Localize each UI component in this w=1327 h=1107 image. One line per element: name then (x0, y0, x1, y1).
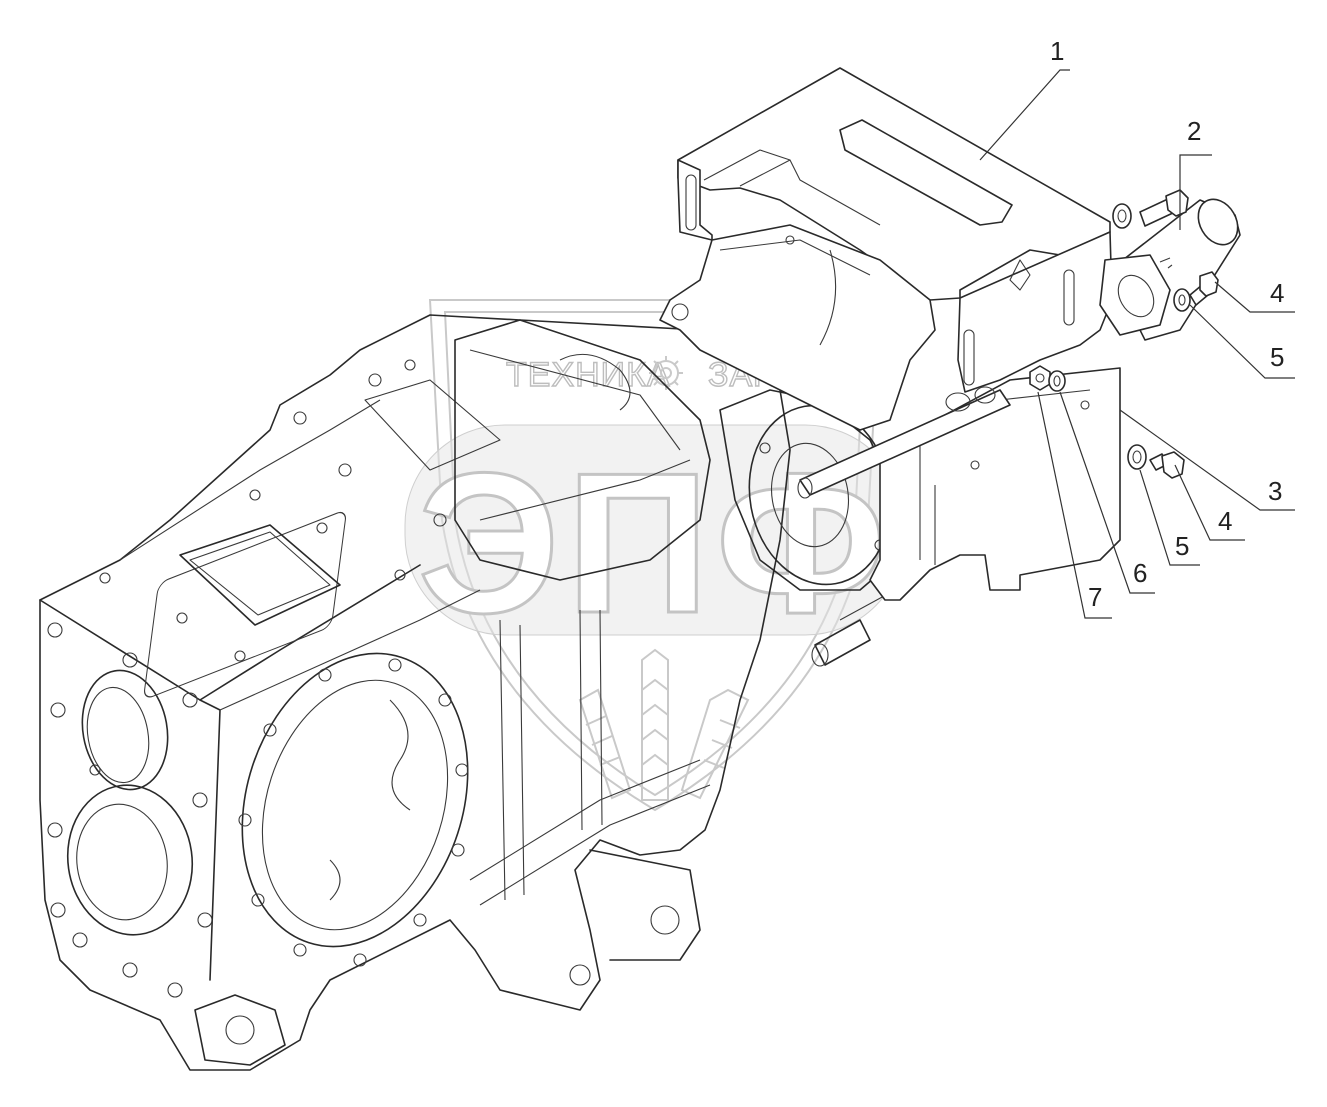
part-1-bracket (659, 67, 1113, 431)
transmission-housing (39, 314, 901, 1071)
leader-lines (979, 69, 1295, 619)
bolt-4-right (1189, 271, 1219, 306)
nut-7 (1029, 365, 1051, 391)
washer-5-lower (1127, 444, 1147, 470)
callout-3: 3 (1268, 476, 1282, 506)
callout-4-lower: 4 (1218, 506, 1232, 536)
callout-5-lower: 5 (1175, 531, 1189, 561)
washer-5-right (1173, 288, 1191, 312)
watermark-logo-letters: ЭПФ (418, 432, 893, 655)
watermark-emblem (578, 648, 750, 801)
callout-5-upper: 5 (1270, 342, 1284, 372)
callout-4-upper: 4 (1270, 278, 1284, 308)
callout-2: 2 (1187, 116, 1201, 146)
flange-bolt-holes (238, 658, 469, 967)
housing-bolt-holes (47, 622, 213, 998)
callouts: 1 2 3 4 5 4 5 6 7 (1050, 36, 1284, 612)
washer-6 (1048, 370, 1066, 392)
callout-6: 6 (1133, 558, 1147, 588)
callout-7: 7 (1088, 582, 1102, 612)
part-2-pin (1099, 198, 1241, 341)
callout-1: 1 (1050, 36, 1064, 66)
watermark-left-text: ТЕХНИКА (506, 356, 671, 394)
linkage-rod (797, 389, 1011, 499)
